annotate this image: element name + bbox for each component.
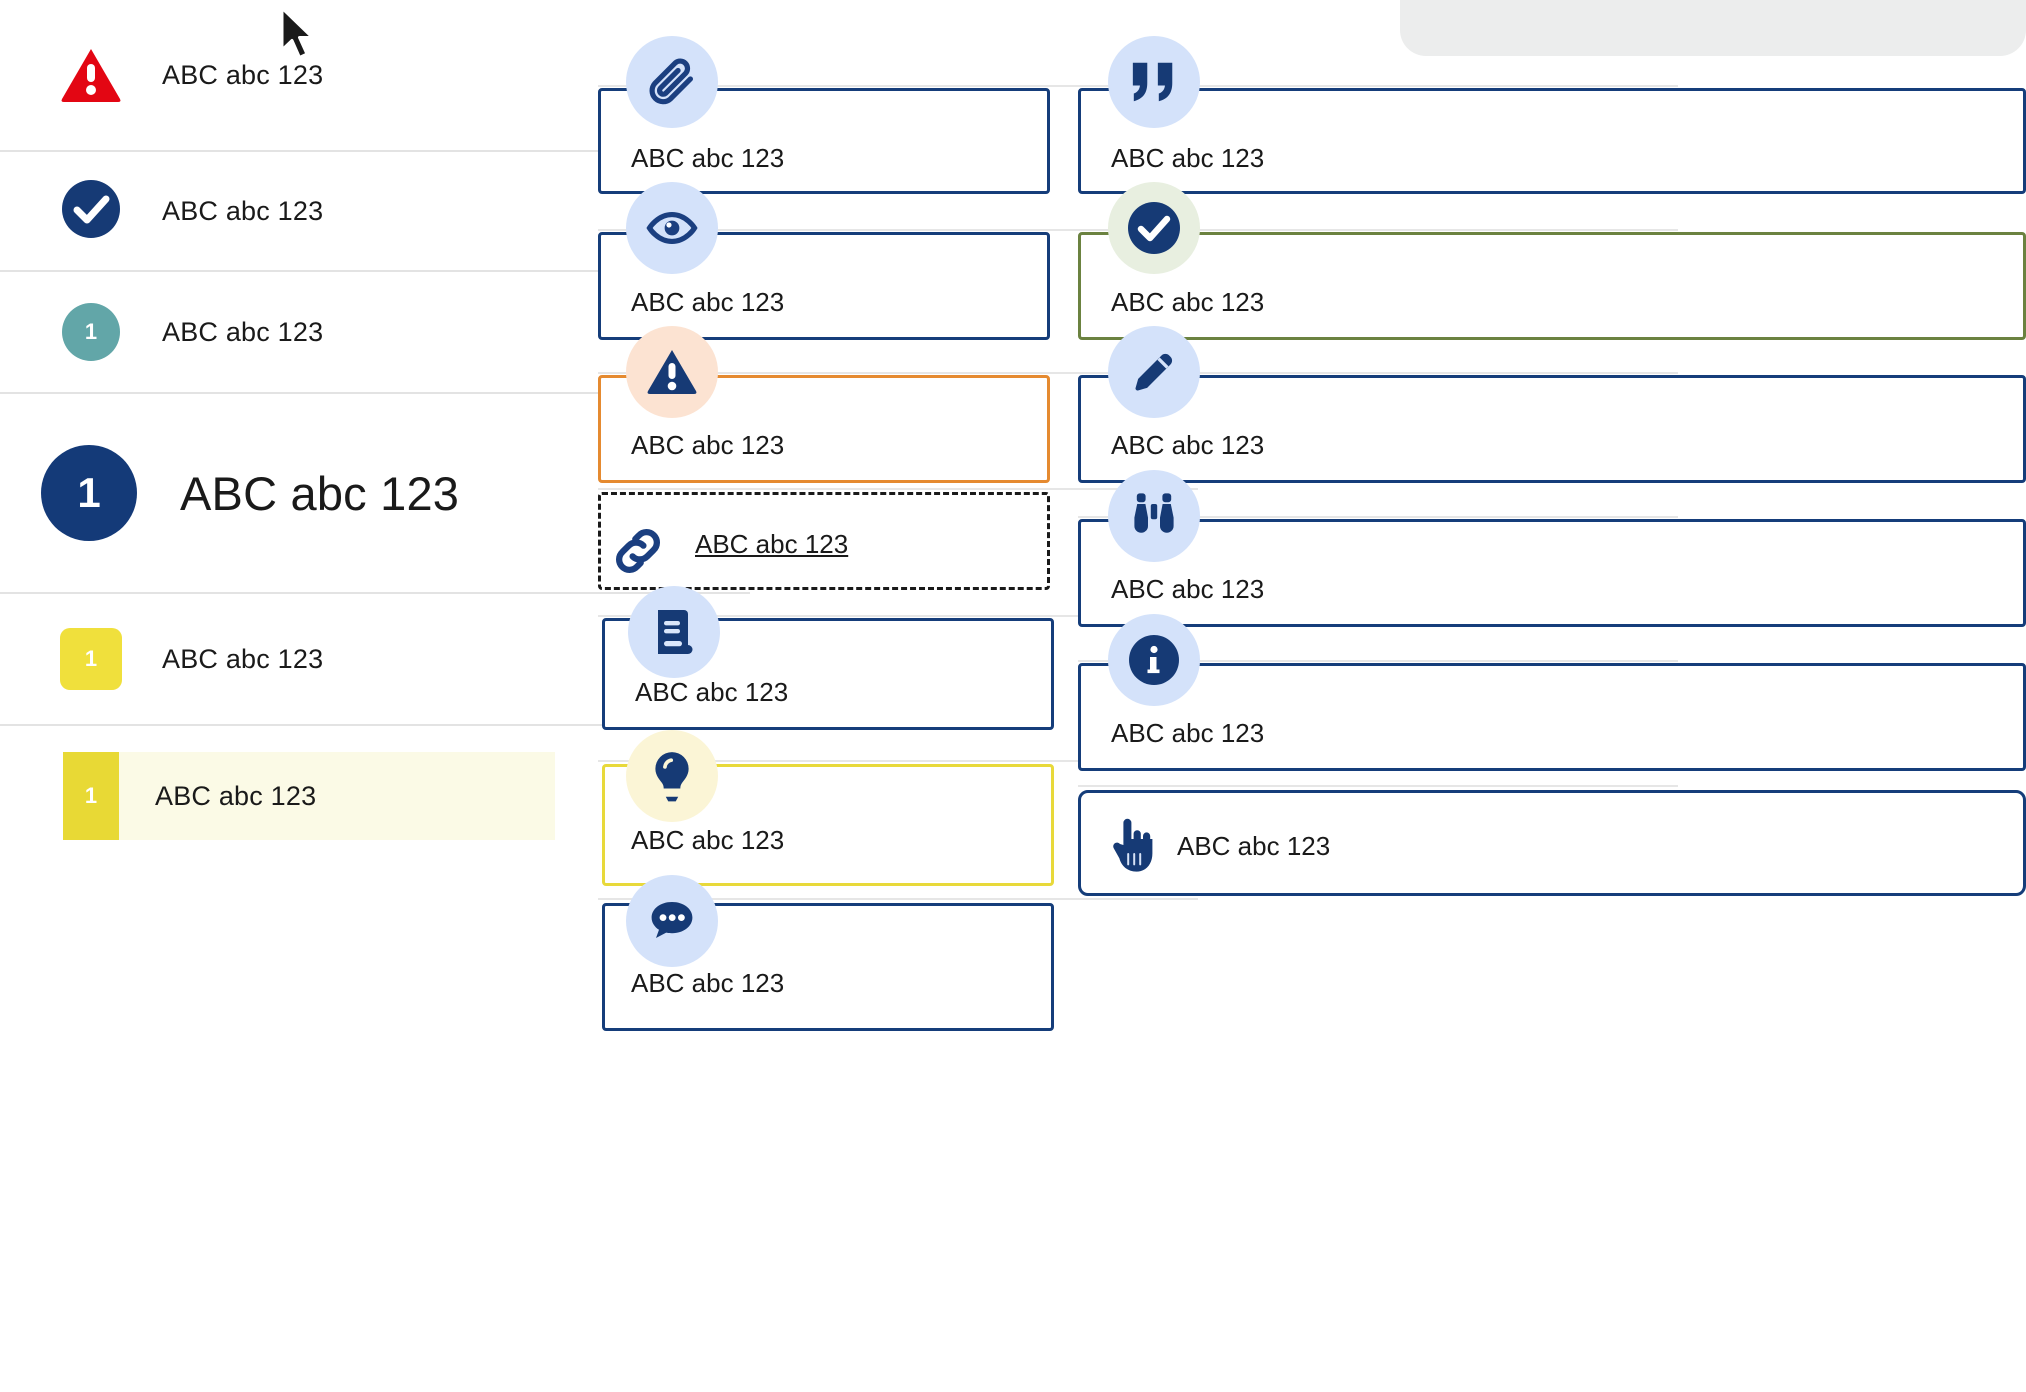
top-grey-panel	[1400, 0, 2026, 56]
list-item-check[interactable]: ABC abc 123	[0, 152, 750, 272]
card-label: ABC abc 123	[631, 825, 785, 855]
card-label: ABC abc 123	[631, 968, 785, 998]
slot-divider	[1078, 85, 1678, 87]
card-info[interactable]: ABC abc 123	[1078, 663, 2026, 771]
lightbulb-icon	[655, 752, 689, 802]
card-success[interactable]: ABC abc 123	[1078, 232, 2026, 340]
check-circle-icon-badge	[1108, 182, 1200, 274]
card-comment[interactable]: ABC abc 123	[602, 903, 1054, 1031]
number-circle-icon: 1	[41, 445, 137, 541]
left-list: ABC abc 123 ABC abc 123 1 ABC abc	[0, 0, 750, 866]
list-item-label: ABC abc 123	[162, 59, 324, 90]
card-label: ABC abc 123	[1111, 718, 1265, 748]
list-item-label: ABC abc 123	[162, 316, 324, 347]
slot-divider	[598, 760, 1198, 762]
card-link[interactable]: ABC abc 123	[598, 492, 1050, 590]
hand-pointer-icon-badge	[1093, 807, 1169, 883]
card-quote[interactable]: ABC abc 123	[1078, 88, 2026, 194]
quote-icon	[1132, 62, 1173, 102]
warning-triangle-icon-badge	[626, 326, 718, 418]
card-label: ABC abc 123	[1111, 287, 1265, 317]
quote-icon-badge	[1108, 36, 1200, 128]
chain-link-icon	[616, 529, 660, 573]
slot-divider	[1078, 229, 1678, 231]
card-label: ABC abc 123	[1177, 831, 1331, 861]
paperclip-icon	[649, 58, 694, 105]
list-item-highlighted[interactable]: 1 ABC abc 123	[0, 726, 750, 866]
list-item-label: ABC abc 123	[155, 780, 317, 811]
badge-number: 1	[84, 646, 98, 671]
card-label-link[interactable]: ABC abc 123	[695, 529, 849, 559]
check-circle-icon	[1128, 202, 1180, 254]
hand-pointer-icon	[1113, 818, 1153, 872]
number-flat-icon: 1	[63, 752, 119, 840]
card-edit[interactable]: ABC abc 123	[1078, 375, 2026, 483]
card-label: ABC abc 123	[631, 143, 785, 173]
list-item-label: ABC abc 123	[162, 195, 324, 226]
triangle-alert-icon	[60, 47, 122, 103]
card-explore[interactable]: ABC abc 123	[1078, 519, 2026, 627]
slot-divider	[598, 229, 1198, 231]
info-circle-icon	[1129, 635, 1179, 685]
list-item-alert[interactable]: ABC abc 123	[0, 0, 750, 152]
highlight-row-background: 1 ABC abc 123	[63, 752, 555, 840]
triangle-alert-badge	[58, 47, 124, 103]
card-label: ABC abc 123	[1111, 430, 1265, 460]
pencil-icon	[1135, 353, 1173, 391]
list-item-label: ABC abc 123	[162, 643, 324, 674]
binoculars-icon-badge	[1108, 470, 1200, 562]
slot-divider	[1078, 660, 1678, 662]
binoculars-icon	[1134, 493, 1174, 533]
badge-number: 1	[77, 469, 101, 516]
number-circle-badge-large: 1	[38, 445, 140, 541]
slot-divider	[598, 615, 1198, 617]
list-item-yellow[interactable]: 1 ABC abc 123	[0, 594, 750, 726]
eye-icon	[646, 211, 698, 245]
number-circle-badge-teal: 1	[58, 303, 124, 361]
paperclip-icon-badge	[626, 36, 718, 128]
lightbulb-icon-badge	[626, 730, 718, 822]
card-action[interactable]: ABC abc 123	[1078, 790, 2026, 896]
speech-bubble-icon-badge	[626, 875, 718, 967]
card-label: ABC abc 123	[631, 287, 785, 317]
slot-divider	[1078, 785, 1678, 787]
book-icon-badge	[628, 586, 720, 678]
book-icon	[658, 610, 693, 654]
info-circle-icon-badge	[1108, 614, 1200, 706]
card-view[interactable]: ABC abc 123	[598, 232, 1050, 340]
pencil-icon-badge	[1108, 326, 1200, 418]
check-circle-badge	[58, 179, 124, 243]
card-label: ABC abc 123	[1111, 143, 1265, 173]
eye-icon-badge	[626, 182, 718, 274]
slot-divider	[598, 85, 1198, 87]
number-circle-icon: 1	[62, 303, 120, 361]
list-item-large[interactable]: 1 ABC abc 123	[0, 394, 750, 594]
warning-triangle-icon	[647, 350, 697, 394]
number-square-icon: 1	[60, 628, 122, 690]
list-item-teal[interactable]: 1 ABC abc 123	[0, 272, 750, 394]
speech-bubble-icon	[651, 902, 693, 938]
slot-divider	[1078, 516, 1678, 518]
mouse-pointer-icon	[278, 6, 320, 64]
card-label: ABC abc 123	[1111, 574, 1265, 604]
chain-link-icon-badge	[592, 505, 684, 597]
badge-number: 1	[84, 783, 98, 808]
card-label: ABC abc 123	[631, 430, 785, 460]
card-label: ABC abc 123	[635, 677, 789, 707]
check-circle-icon	[62, 179, 120, 243]
list-item-label: ABC abc 123	[180, 466, 460, 520]
slot-divider	[598, 898, 1198, 900]
badge-number: 1	[84, 319, 98, 344]
slot-divider	[1078, 372, 1678, 374]
slot-divider	[598, 372, 1198, 374]
number-square-badge: 1	[58, 628, 124, 690]
slot-divider	[598, 488, 1198, 490]
